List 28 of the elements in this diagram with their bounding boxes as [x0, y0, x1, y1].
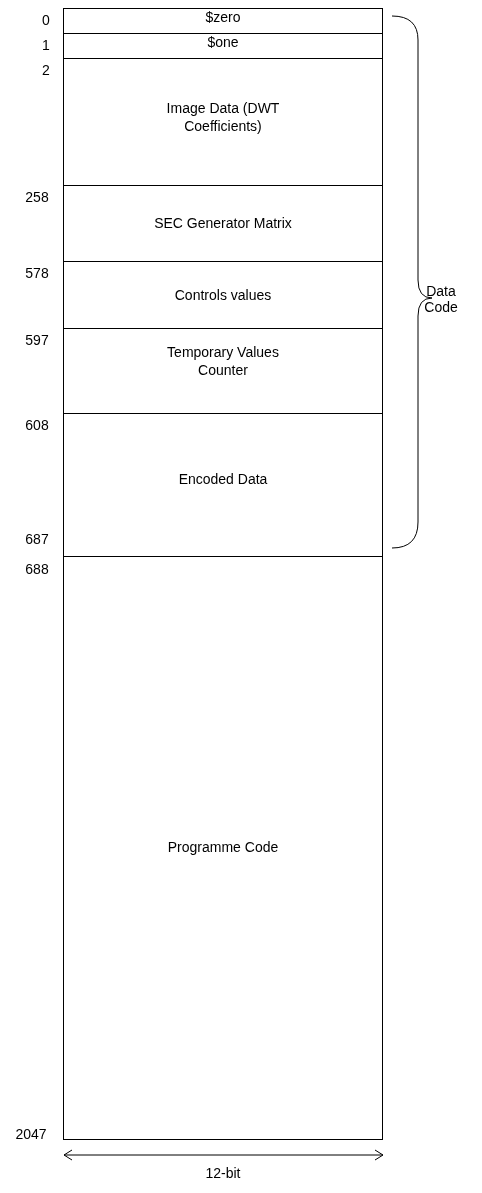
- dimension-label: 12-bit: [205, 1165, 241, 1181]
- address-number: 0: [42, 12, 50, 28]
- segment-label: Image Data (DWT Coefficients): [165, 99, 281, 135]
- memory-segment: [63, 185, 383, 262]
- memory-segment: [63, 58, 383, 186]
- address-number: 688: [25, 561, 49, 577]
- segment-label: Programme Code: [167, 838, 279, 856]
- bracket-label: Data Code: [423, 283, 459, 315]
- address-number: 2047: [15, 1126, 47, 1142]
- address-number: 597: [25, 332, 49, 348]
- segment-label: Encoded Data: [178, 470, 268, 488]
- address-number: 258: [25, 189, 49, 205]
- segment-label: Controls values: [174, 286, 272, 304]
- memory-segment: [63, 261, 383, 329]
- address-number: 608: [25, 417, 49, 433]
- memory-segment: [63, 8, 383, 34]
- segment-label: Temporary Values Counter: [166, 343, 280, 379]
- memory-segment: [63, 33, 383, 59]
- address-number: 1: [42, 37, 50, 53]
- memory-segment: [63, 413, 383, 557]
- memory-segment: [63, 556, 383, 1140]
- address-number: 687: [25, 531, 49, 547]
- segment-label: $zero: [205, 10, 241, 24]
- address-number: 2: [42, 62, 50, 78]
- address-number: 578: [25, 265, 49, 281]
- segment-label: $one: [207, 35, 239, 49]
- segment-label: SEC Generator Matrix: [154, 213, 292, 232]
- memory-segment: [63, 328, 383, 414]
